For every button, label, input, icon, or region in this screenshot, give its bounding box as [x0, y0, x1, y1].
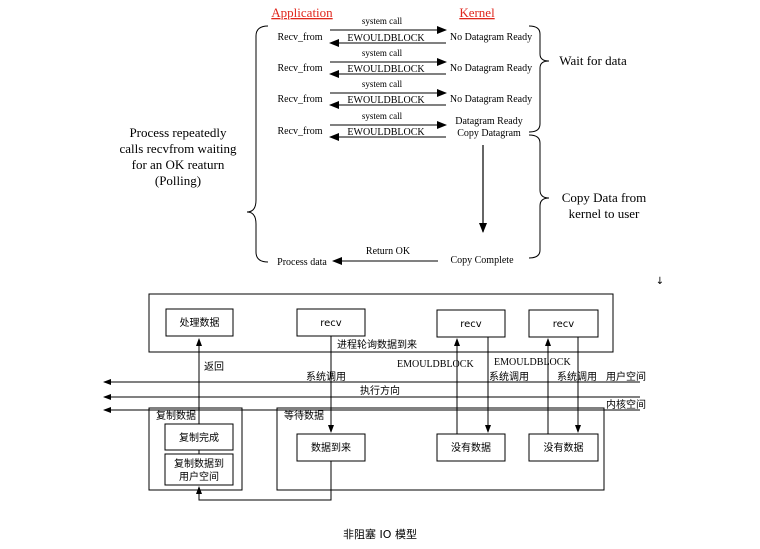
left-brace [246, 25, 269, 263]
ewouldblock-label: EWOULDBLOCK [347, 127, 425, 138]
process-data-text: 处理数据 [180, 316, 220, 329]
recv-box-2 [436, 309, 506, 338]
recv-text-3: recv [553, 319, 575, 330]
kernel-status: Datagram Ready [455, 116, 522, 127]
copy-to-user-text-1: 复制数据到 [174, 457, 224, 470]
syscall-label-3: 系统调用 [557, 370, 597, 383]
no-data-text-1: 没有数据 [451, 441, 491, 454]
copy-data-label-1: Copy Data from [562, 190, 646, 205]
ewouldblock-label: EWOULDBLOCK [347, 64, 425, 75]
kernel-space-label: 内核空间 [606, 398, 646, 411]
kernel-header: Kernel [459, 5, 495, 20]
recv-from-label: Recv_from [278, 94, 323, 105]
poll-row: system call Recv_from EWOULDBLOCK No Dat… [278, 79, 532, 109]
kernel-status-copy: Copy Datagram [457, 128, 521, 139]
bottom-diagram: 处理数据 recv recv recv 进程轮询数据到来 用户空间 执行方向 内… [103, 293, 646, 541]
return-label: 返回 [204, 361, 224, 373]
copy-group-box [148, 407, 243, 491]
kernel-status: No Datagram Ready [450, 32, 532, 43]
poll-row: system call Recv_from EWOULDBLOCK No Dat… [278, 16, 532, 47]
recv-from-label: Recv_from [278, 32, 323, 43]
polling-label: 进程轮询数据到来 [337, 338, 417, 351]
no-data-box-2 [528, 433, 599, 462]
data-to-copy-path [196, 461, 332, 501]
return-ok-label: Return OK [366, 246, 411, 257]
polling-desc-1: Process repeatedly [129, 125, 227, 140]
system-call-label: system call [362, 16, 403, 26]
system-call-label: system call [362, 48, 403, 58]
wait-group-box [276, 407, 605, 491]
poll-row: system call Recv_from EWOULDBLOCK No Dat… [278, 48, 532, 78]
copy-done-text: 复制完成 [179, 431, 219, 444]
poll-row: system call Recv_from EWOULDBLOCK Datagr… [278, 111, 523, 141]
stray-arrow-mark: ↓ [656, 276, 664, 287]
diagram-caption: 非阻塞 IO 模型 [343, 527, 417, 541]
wait-for-data-label: Wait for data [559, 53, 627, 68]
process-data-box [165, 308, 234, 337]
application-header: Application [271, 5, 333, 20]
copy-group-label: 复制数据 [156, 409, 196, 422]
user-space-label: 用户空间 [606, 370, 646, 383]
syscall-label-1: 系统调用 [306, 370, 346, 383]
system-call-label: system call [362, 111, 403, 121]
ewouldblock-label: EWOULDBLOCK [347, 33, 425, 44]
copy-data-label-2: kernel to user [569, 206, 640, 221]
no-data-box-1 [436, 433, 506, 462]
ewouldblock-label-1: EMOULDBLOCK [397, 359, 474, 370]
no-data-text-2: 没有数据 [544, 441, 584, 454]
kernel-status: No Datagram Ready [450, 63, 532, 74]
polling-desc-4: (Polling) [155, 173, 201, 188]
user-process-box [148, 293, 614, 353]
ewouldblock-label: EWOULDBLOCK [347, 95, 425, 106]
polling-desc-2: calls recvfrom waiting [120, 141, 237, 156]
system-call-label: system call [362, 79, 403, 89]
ewouldblock-label-2: EMOULDBLOCK [494, 357, 571, 368]
process-data-label: Process data [277, 257, 327, 268]
recv-from-label: Recv_from [278, 63, 323, 74]
wait-group-label: 等待数据 [284, 409, 324, 422]
recv-text-2: recv [460, 319, 482, 330]
polling-desc-3: for an OK reaturn [132, 157, 225, 172]
syscall-label-2: 系统调用 [489, 370, 529, 383]
copy-complete-label: Copy Complete [450, 255, 514, 266]
data-arrived-text: 数据到来 [311, 441, 351, 454]
recv-from-label: Recv_from [278, 126, 323, 137]
copy-to-user-text-2: 用户空间 [179, 470, 219, 483]
copy-brace [528, 134, 550, 259]
wait-brace [528, 25, 550, 133]
top-diagram: Application Kernel system call Recv_from… [120, 5, 665, 287]
direction-label: 执行方向 [360, 384, 400, 397]
kernel-status: No Datagram Ready [450, 94, 532, 105]
recv-box-3 [528, 309, 599, 338]
recv-text-1: recv [320, 318, 342, 329]
